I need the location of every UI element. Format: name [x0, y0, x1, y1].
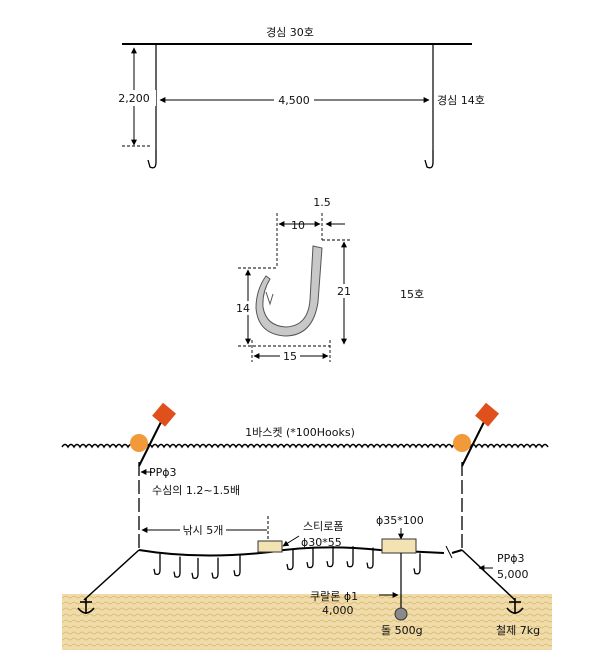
- hook-icon: [306, 547, 314, 569]
- hook-icon: [424, 150, 434, 169]
- branch-hooks: [153, 546, 421, 580]
- height-label: 2,200: [118, 92, 150, 105]
- anchor-line-right: [461, 549, 516, 601]
- stone-icon: [394, 607, 408, 621]
- branch-line-label: 경심 14호: [437, 94, 485, 107]
- large-float: [381, 538, 417, 554]
- hook-icon: [286, 549, 294, 571]
- kuralon-label: 쿠랄론 ϕ1: [310, 590, 358, 603]
- hook-icon: [153, 553, 161, 576]
- left-height-label: 14: [236, 302, 250, 315]
- hook-icon: [147, 150, 157, 169]
- longline-section: 1바스켓 (*100Hooks) PPϕ3 수심의 1.2~1.5배: [61, 402, 552, 650]
- flag-buoy-left: [130, 402, 177, 467]
- hook-detail: 10 1.5 14 21 15 15호: [236, 196, 424, 363]
- hook-icon: [173, 556, 181, 578]
- basket-label: 1바스켓 (*100Hooks): [245, 426, 355, 439]
- bottom-width-label: 15: [283, 350, 297, 363]
- styrofoam-label: 스티로폼: [303, 520, 343, 533]
- hook-shape: [255, 245, 323, 337]
- hook-icon: [191, 557, 199, 580]
- anchor-label: 철제 7kg: [496, 624, 540, 637]
- styrofoam-float: [257, 540, 283, 553]
- depth-ratio-label: 수심의 1.2~1.5배: [152, 484, 240, 497]
- buoy-icon: [453, 434, 471, 452]
- hook-icon: [326, 546, 334, 568]
- pp-right-label: PPϕ3: [497, 552, 525, 565]
- hook-icon: [413, 553, 421, 575]
- styrofoam-size-label: ϕ30*55: [301, 536, 342, 549]
- top-section: 경심 30호 2,200 4,500 경심 14호: [112, 26, 485, 169]
- hook-icon: [366, 547, 374, 569]
- stone-label: 돌 500g: [381, 624, 423, 637]
- pp-right-length-label: 5,000: [497, 568, 529, 581]
- anchor-icon: [506, 598, 524, 614]
- hook-icon: [346, 546, 354, 568]
- hook-icon: [211, 557, 219, 579]
- hook-size-label: 15호: [400, 288, 424, 301]
- seabed: [62, 594, 552, 650]
- float-size-label: ϕ35*100: [376, 514, 424, 527]
- kuralon-length-label: 4,000: [322, 604, 354, 617]
- flag-buoy-right: [453, 402, 500, 467]
- pp-left-label: PPϕ3: [149, 466, 177, 479]
- hook-icon: [233, 555, 241, 577]
- anchor-icon: [77, 598, 95, 614]
- buoy-icon: [130, 434, 148, 452]
- hooks-per-section-label: 낚시 5개: [183, 524, 224, 537]
- spacing-label: 4,500: [278, 94, 310, 107]
- right-height-label: 21: [337, 285, 351, 298]
- top-width-label: 10: [291, 219, 305, 232]
- wire-label: 1.5: [313, 196, 331, 209]
- anchor-line-left: [83, 549, 140, 601]
- main-line-label: 경심 30호: [266, 26, 314, 39]
